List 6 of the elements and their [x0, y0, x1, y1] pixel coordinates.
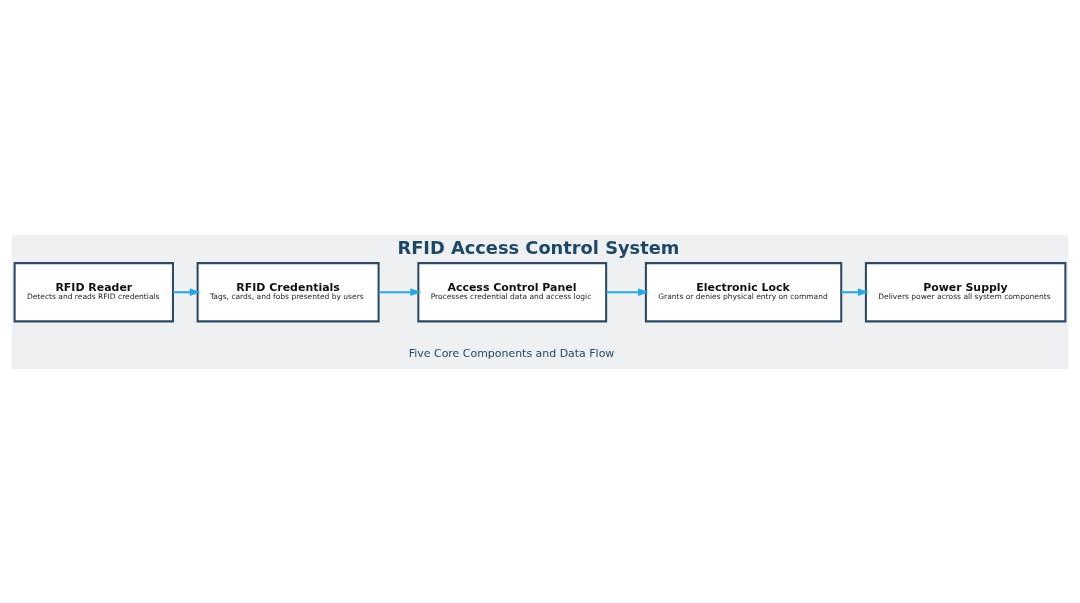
- label: Five Core Components and Data Flow: [408, 346, 615, 360]
- arrow: [173, 287, 201, 296]
- arrow: [378, 287, 422, 296]
- arrow: [841, 287, 869, 296]
- arrow: [606, 287, 649, 296]
- diagram-title: RFID Access Control System: [397, 236, 680, 258]
